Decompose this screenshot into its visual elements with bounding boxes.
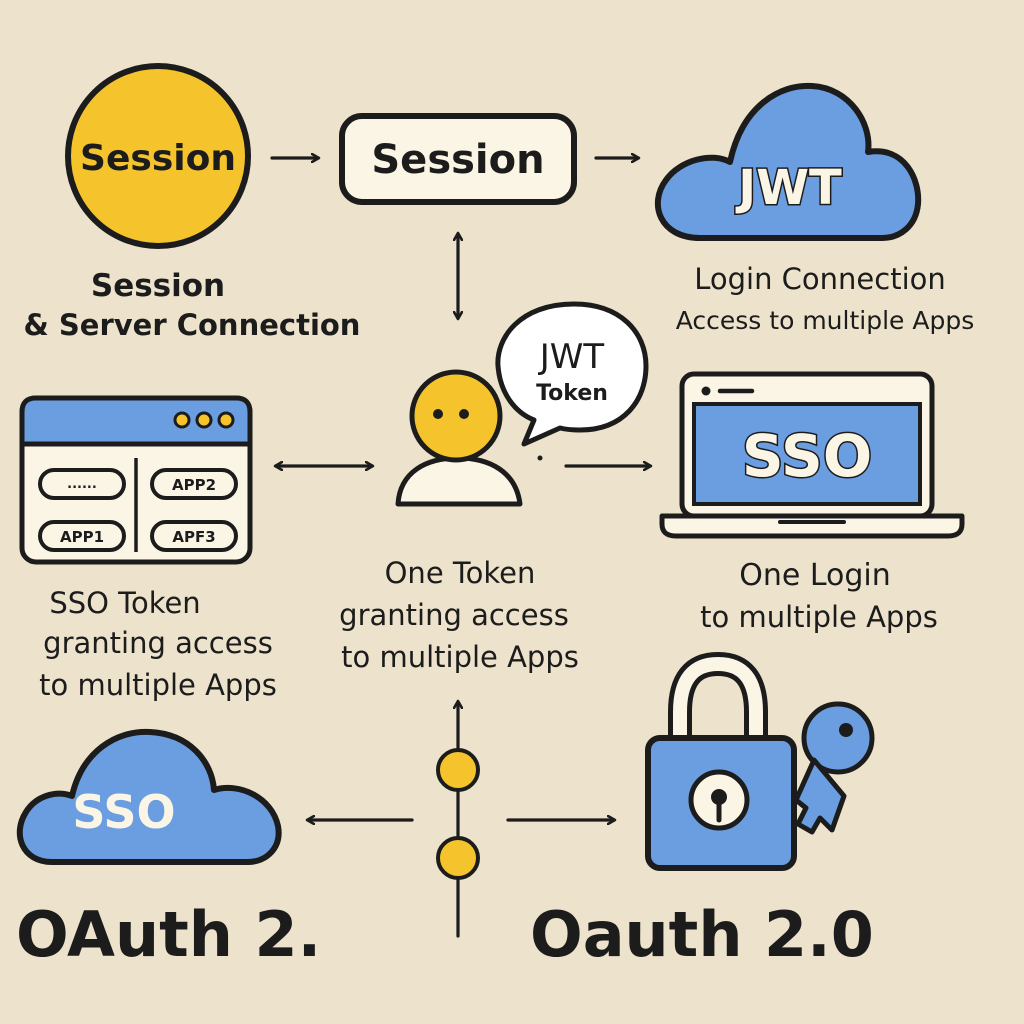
- sso-cloud-label: SSO: [72, 785, 175, 839]
- app-pill-4: [150, 520, 238, 552]
- session-yellow-circle: Session: [65, 63, 251, 249]
- session-circle-label: Session: [80, 138, 236, 179]
- timeline-node-bottom: [436, 836, 480, 880]
- caption-login-line2: Access to multiple Apps: [675, 306, 975, 335]
- jwt-cloud-label: JWT: [735, 160, 842, 216]
- caption-session-line1: Session: [90, 268, 226, 304]
- cloud-icon: [16, 728, 282, 865]
- app-pill-3: [38, 520, 126, 552]
- cloud-icon: [654, 82, 922, 241]
- caption-one-token-line1: One Token: [384, 556, 536, 590]
- app-pill-text-1: ......: [67, 477, 97, 492]
- app-pill-text-2: APP2: [172, 476, 216, 494]
- window-dot-2: [195, 411, 213, 429]
- caption-login-line1: Login Connection: [694, 262, 946, 296]
- session-box: Session: [339, 113, 577, 205]
- caption-one-token-line3: to multiple Apps: [341, 640, 579, 674]
- app-pill-1: [38, 468, 126, 500]
- key-icon: [793, 701, 875, 835]
- caption-sso-token-line2: granting access: [43, 626, 273, 660]
- speech-bubble-line1: JWT: [538, 337, 605, 377]
- window-dot-3: [217, 411, 235, 429]
- app-pill-text-4: APF3: [172, 528, 215, 546]
- sso-laptop-label: SSO: [742, 422, 872, 490]
- window-dot-1: [173, 411, 191, 429]
- caption-session-line2: & Server Connection: [23, 308, 361, 342]
- title-oauth-right: Oauth 2.0: [530, 898, 874, 971]
- session-box-label: Session: [371, 137, 544, 183]
- title-oauth-left: OAuth 2.: [16, 898, 322, 971]
- app-pill-2: [150, 468, 238, 500]
- browser-window-icon: ...... APP2 APP1 APF3: [19, 395, 253, 565]
- timeline-node-top: [436, 748, 480, 792]
- jwt-cloud: JWT: [654, 82, 922, 241]
- dot: [537, 455, 543, 461]
- caption-one-login-line2: to multiple Apps: [700, 600, 938, 634]
- speech-bubble-line2: Token: [536, 381, 608, 406]
- jwt-token-speech-bubble: JWT Token: [495, 301, 649, 447]
- sso-cloud: SSO: [16, 728, 282, 865]
- app-pill-text-3: APP1: [60, 528, 104, 546]
- caption-one-login-line1: One Login: [739, 558, 891, 593]
- caption-sso-token-line3: to multiple Apps: [39, 668, 277, 702]
- laptop-icon: SSO: [659, 371, 965, 539]
- caption-one-token-line2: granting access: [339, 598, 569, 632]
- padlock-icon: [645, 651, 797, 871]
- user-icon: [395, 369, 523, 507]
- caption-sso-token-line1: SSO Token: [49, 586, 201, 620]
